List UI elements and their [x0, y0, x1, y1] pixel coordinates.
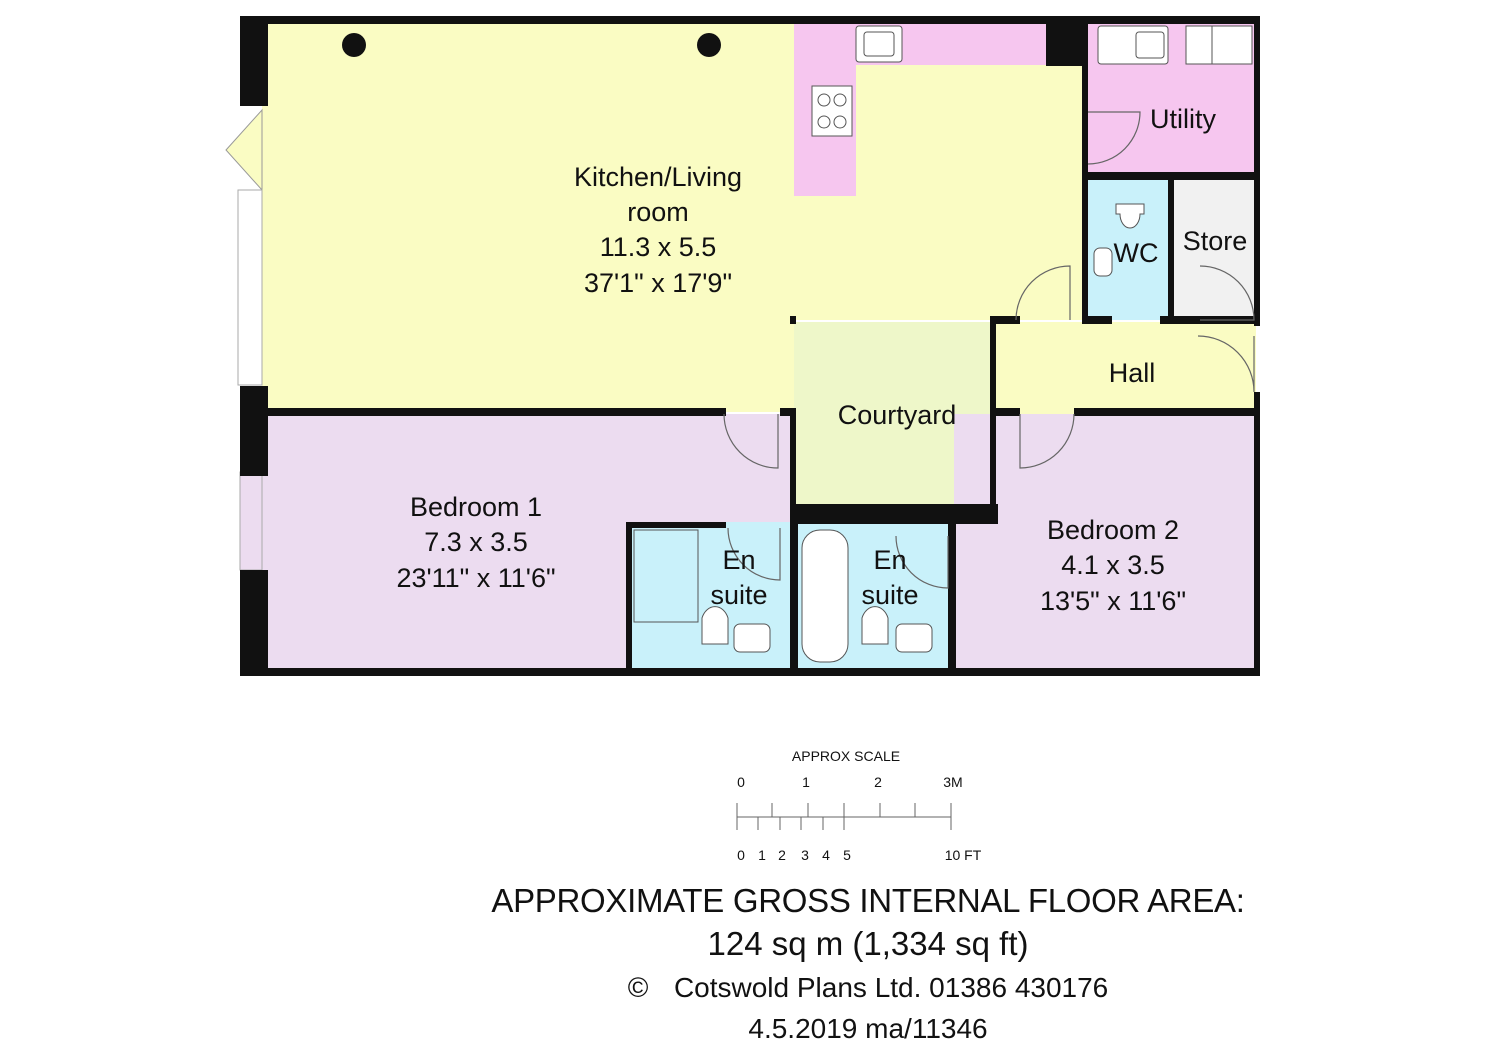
scale-metric-tick-label: 1	[802, 774, 810, 790]
shower-icon	[633, 529, 699, 623]
en-suite-2-label-2: suite	[861, 580, 918, 610]
en-suite-1-label: En	[722, 545, 755, 575]
scale-metric-tick-label: 0	[737, 774, 745, 790]
kitchen-living-label: Kitchen/Living	[574, 162, 742, 192]
plan-reference: 4.5.2019 ma/11346	[748, 1013, 988, 1044]
scale-feet-tick-label: 10 FT	[945, 847, 982, 863]
utility-label: Utility	[1150, 104, 1216, 134]
hall-label: Hall	[1109, 358, 1156, 388]
column-icon	[342, 33, 366, 57]
window-west	[225, 108, 263, 192]
kitchen-living-imperial: 37'1" x 17'9"	[584, 268, 732, 298]
floor-plan: Kitchen/Living room 11.3 x 5.5 37'1" x 1…	[225, 16, 1260, 863]
bedroom-2-label: Bedroom 2	[1047, 515, 1179, 545]
bedroom-2-imperial: 13'5" x 11'6"	[1040, 586, 1186, 616]
window-bedroom-1	[239, 471, 263, 571]
kitchen-living-room	[262, 20, 794, 412]
scale-feet-tick-label: 5	[843, 847, 851, 863]
hob-icon	[811, 85, 853, 137]
fixtures	[633, 25, 1253, 663]
bath-icon	[801, 529, 849, 663]
floor-area-value: 124 sq m (1,334 sq ft)	[707, 925, 1029, 962]
column-icon	[697, 33, 721, 57]
bedroom-2	[954, 414, 1256, 670]
scale-feet-tick-label: 2	[778, 847, 786, 863]
wc-label: WC	[1114, 238, 1159, 268]
kitchen-living-metric: 11.3 x 5.5	[600, 232, 717, 262]
store-room	[1172, 180, 1256, 320]
doors	[723, 111, 1255, 589]
wc-basin-icon	[1093, 247, 1113, 277]
scale-feet-tick-label: 1	[758, 847, 766, 863]
walls	[240, 16, 1260, 676]
scale-feet-tick-label: 3	[801, 847, 809, 863]
copyright-line: © Cotswold Plans Ltd. 01386 430176	[118, 972, 1500, 1004]
kitchen-counter	[794, 20, 1048, 65]
bedroom-1-label: Bedroom 1	[410, 492, 542, 522]
basin-icon-2	[895, 623, 933, 653]
en-suite-1-label-2: suite	[710, 580, 767, 610]
store-label: Store	[1183, 226, 1248, 256]
floor-area-title: APPROXIMATE GROSS INTERNAL FLOOR AREA:	[491, 882, 1245, 919]
scale-metric-tick-label: 2	[874, 774, 882, 790]
scale-feet-tick-label: 0	[737, 847, 745, 863]
toilet-icon-1	[701, 606, 729, 645]
toilet-icon-2	[861, 606, 889, 645]
wc-toilet-icon	[1115, 203, 1145, 229]
scale-feet-tick-label: 4	[822, 847, 830, 863]
kitchen-living-label-2: room	[627, 197, 689, 227]
courtyard-label: Courtyard	[838, 400, 957, 430]
bedroom-1-metric: 7.3 x 3.5	[424, 527, 528, 557]
window-glass	[237, 189, 263, 386]
bedroom-2-metric: 4.1 x 3.5	[1061, 550, 1165, 580]
en-suite-2-label: En	[873, 545, 906, 575]
basin-icon-1	[733, 623, 771, 653]
scale-title: APPROX SCALE	[792, 748, 900, 764]
bedroom-1-imperial: 23'11" x 11'6"	[396, 563, 555, 593]
credit-text: Cotswold Plans Ltd. 01386 430176	[673, 972, 1109, 1003]
scale-metric-tick-label: 3M	[943, 774, 962, 790]
copyright-icon: ©	[627, 972, 649, 1003]
